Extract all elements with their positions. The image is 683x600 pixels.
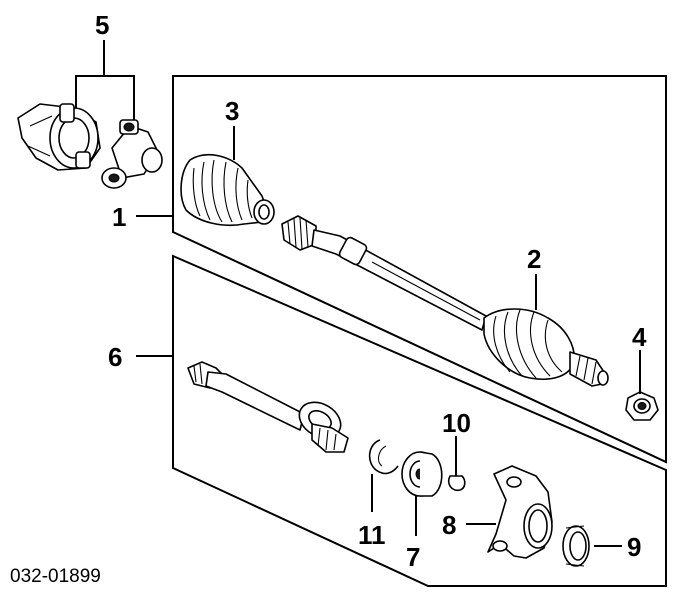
callout-7: 7 (406, 542, 420, 572)
part-5-inboard-joint-kit (17, 40, 163, 189)
callout-11: 11 (358, 520, 386, 550)
leader-lines (136, 126, 641, 547)
diagram-reference-code: 032-01899 (10, 566, 101, 587)
part-2-driveshaft (281, 215, 609, 387)
callout-4: 4 (632, 322, 647, 352)
part-7-bearing (401, 451, 443, 497)
callout-3: 3 (225, 96, 239, 126)
panel-driveshaft-assembly (172, 75, 667, 464)
callout-8: 8 (442, 510, 456, 540)
callout-9: 9 (627, 532, 641, 562)
part-9-seal (562, 525, 590, 567)
part-3-inner-boot (180, 153, 275, 227)
callout-6: 6 (108, 342, 122, 372)
part-4-spindle-nut (625, 391, 659, 421)
part-10-clip (447, 475, 466, 492)
callout-1: 1 (112, 202, 126, 232)
part-8-bearing-bracket (487, 465, 553, 559)
callout-10: 10 (442, 408, 471, 438)
part-11-snap-ring (368, 439, 399, 475)
part-6-intermediate-shaft (187, 361, 349, 453)
panel-intermediate-shaft (172, 254, 667, 587)
callout-2: 2 (527, 244, 541, 274)
callout-5: 5 (95, 10, 109, 40)
